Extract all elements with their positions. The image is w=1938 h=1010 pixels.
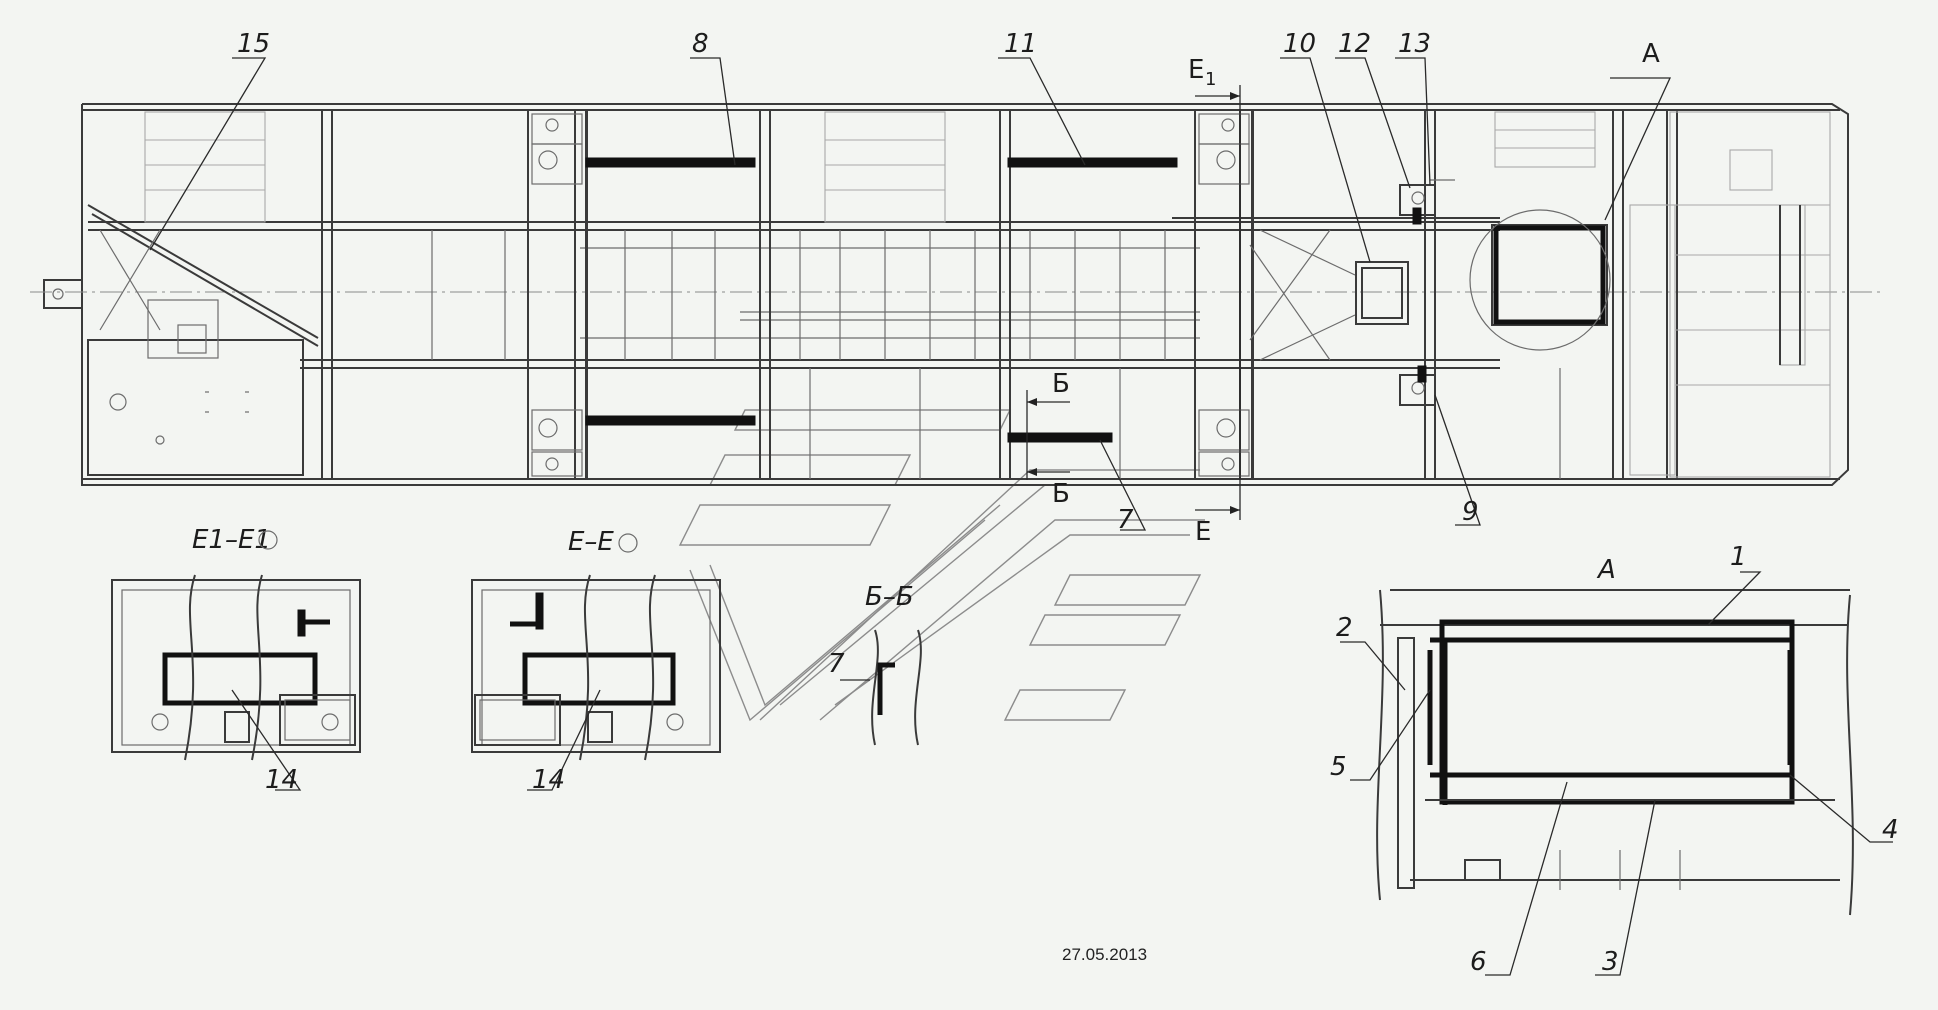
- callout-7-section: 7: [828, 649, 845, 679]
- section-mark-labels: Е 1 Е Б Б А: [1052, 39, 1660, 547]
- callout-3: 3: [1602, 947, 1619, 977]
- section-e-e-view: [471, 574, 721, 761]
- section-marks: [1026, 85, 1241, 520]
- watermark-logo: [678, 409, 1205, 722]
- callout-4: 4: [1882, 815, 1899, 845]
- callout-2: 2: [1336, 613, 1353, 643]
- callout-14-e: 14: [532, 765, 565, 795]
- callout-11: 11: [1004, 29, 1037, 59]
- section-e-bottom-label: Е: [1195, 517, 1211, 547]
- leader-lines: [149, 57, 1893, 976]
- title-e-e: Е–Е: [568, 527, 614, 557]
- section-b-b-view: [871, 629, 922, 746]
- callout-14-e1: 14: [265, 765, 298, 795]
- section-e1-e1-view: [111, 574, 361, 761]
- callout-10: 10: [1283, 29, 1316, 59]
- section-e1-top-sub: 1: [1205, 69, 1216, 90]
- chassis-plan-view: [30, 103, 1880, 486]
- section-b-top-label: Б: [1052, 369, 1070, 399]
- title-e1-e1: Е1–Е1: [192, 525, 271, 555]
- callout-13: 13: [1398, 29, 1431, 59]
- view-rotation-icon: [258, 530, 278, 550]
- callout-5: 5: [1330, 752, 1347, 782]
- title-b-b: Б–Б: [865, 582, 914, 612]
- callout-7-plan: 7: [1117, 505, 1134, 535]
- detail-a-view: [1376, 589, 1854, 916]
- callout-9: 9: [1462, 497, 1479, 527]
- callout-12: 12: [1338, 29, 1371, 59]
- view-rotation-icon: [618, 533, 638, 553]
- callout-15: 15: [237, 29, 270, 59]
- section-b-bottom-label: Б: [1052, 479, 1070, 509]
- callout-6: 6: [1470, 947, 1487, 977]
- view-titles: Е1–Е1 Е–Е Б–Б А: [192, 525, 1616, 612]
- drawing-date: 27.05.2013: [1062, 945, 1147, 964]
- section-e1-top-label: Е: [1188, 55, 1204, 85]
- title-detail-a: А: [1596, 555, 1616, 585]
- callout-1: 1: [1730, 542, 1747, 572]
- callout-8: 8: [692, 29, 709, 59]
- callout-labels: 15 8 11 10 12 13 9 7 14 14 7 1 2 5 4 6 3: [237, 29, 1899, 977]
- detail-a-marker: А: [1642, 39, 1660, 69]
